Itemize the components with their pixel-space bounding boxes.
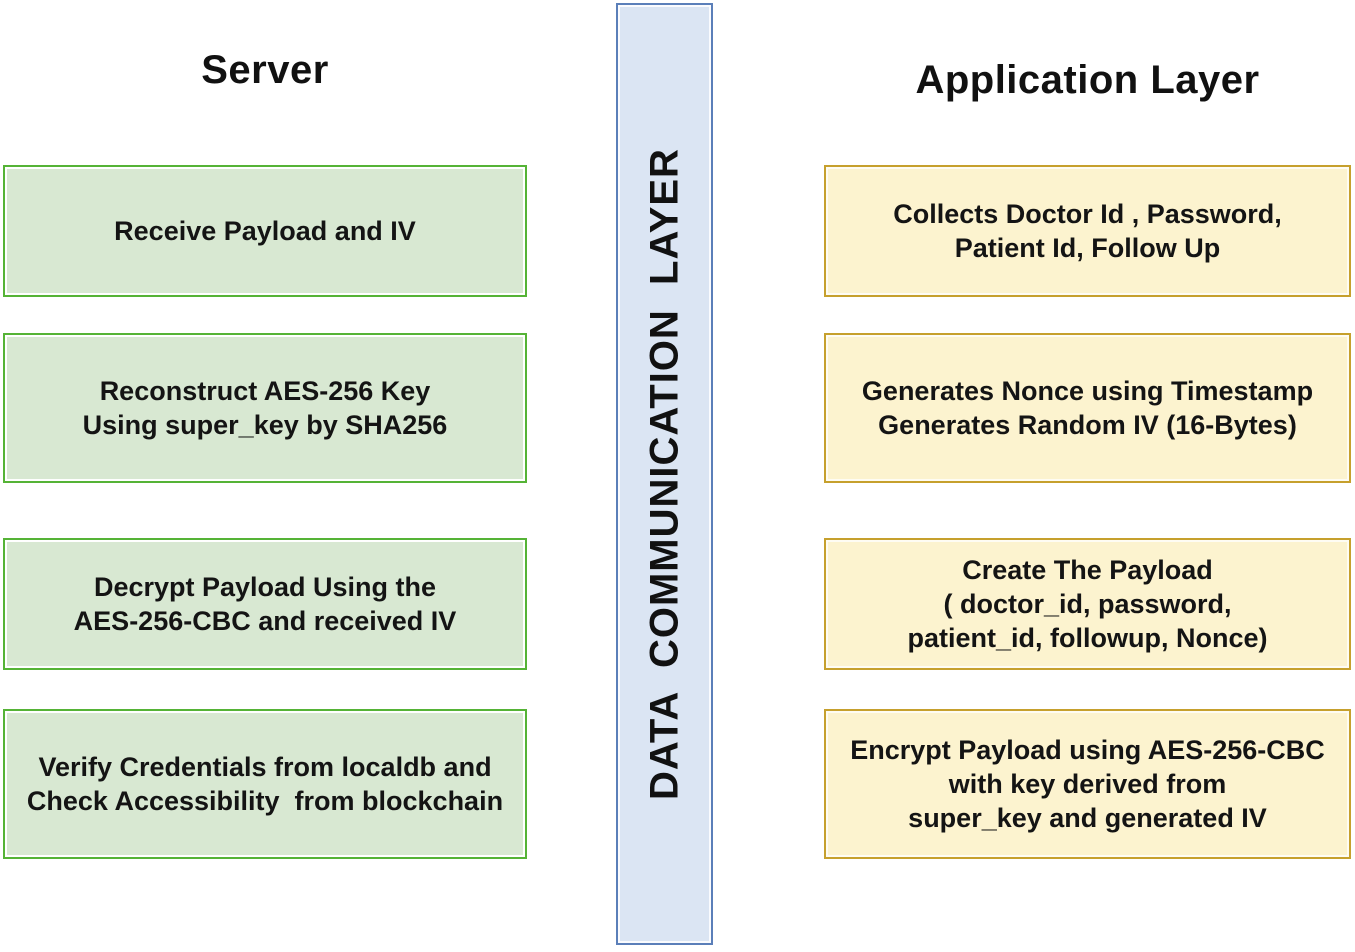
server-box-verify-credentials: Verify Credentials from localdb and Chec… xyxy=(3,709,527,859)
application-box-collects-inputs: Collects Doctor Id , Password, Patient I… xyxy=(824,165,1351,297)
server-box-reconstruct-key: Reconstruct AES-256 Key Using super_key … xyxy=(3,333,527,483)
box-text-line: Collects Doctor Id , Password, xyxy=(893,199,1282,229)
application-box-create-payload: Create The Payload ( doctor_id, password… xyxy=(824,538,1351,670)
application-box-encrypt-payload: Encrypt Payload using AES-256-CBC with k… xyxy=(824,709,1351,859)
server-box-receive-payload: Receive Payload and IV xyxy=(3,165,527,297)
server-column-title: Server xyxy=(201,48,329,92)
box-text-line: Using super_key by SHA256 xyxy=(82,410,448,440)
box-text-line: super_key and generated IV xyxy=(908,803,1267,833)
box-text-line: Generates Random IV (16-Bytes) xyxy=(878,410,1297,440)
box-text-line: with key derived from xyxy=(948,769,1227,799)
box-text-line: Decrypt Payload Using the xyxy=(93,572,437,602)
box-text-line: Encrypt Payload using AES-256-CBC xyxy=(850,735,1325,765)
box-text-line: AES-256-CBC and received IV xyxy=(73,606,457,636)
box-text-line: Verify Credentials from localdb and xyxy=(38,752,492,782)
box-text-line: Generates Nonce using Timestamp xyxy=(861,376,1314,406)
box-text-line: Reconstruct AES-256 Key xyxy=(99,376,431,406)
box-text-line: Create The Payload xyxy=(962,555,1213,585)
box-text-line: ( doctor_id, password, xyxy=(943,589,1232,619)
box-text-line: Receive Payload and IV xyxy=(114,216,416,246)
box-text-line: Patient Id, Follow Up xyxy=(954,233,1221,263)
data-communication-layer-label: DATA COMMUNICATION LAYER xyxy=(642,148,686,800)
box-text-line: Check Accessibility from blockchain xyxy=(26,786,504,816)
server-box-decrypt-payload: Decrypt Payload Using the AES-256-CBC an… xyxy=(3,538,527,670)
application-box-generates-nonce: Generates Nonce using Timestamp Generate… xyxy=(824,333,1351,483)
application-layer-column-title: Application Layer xyxy=(915,58,1260,102)
box-text-line: patient_id, followup, Nonce) xyxy=(907,623,1268,653)
data-communication-layer-bar: DATA COMMUNICATION LAYER xyxy=(616,3,713,945)
